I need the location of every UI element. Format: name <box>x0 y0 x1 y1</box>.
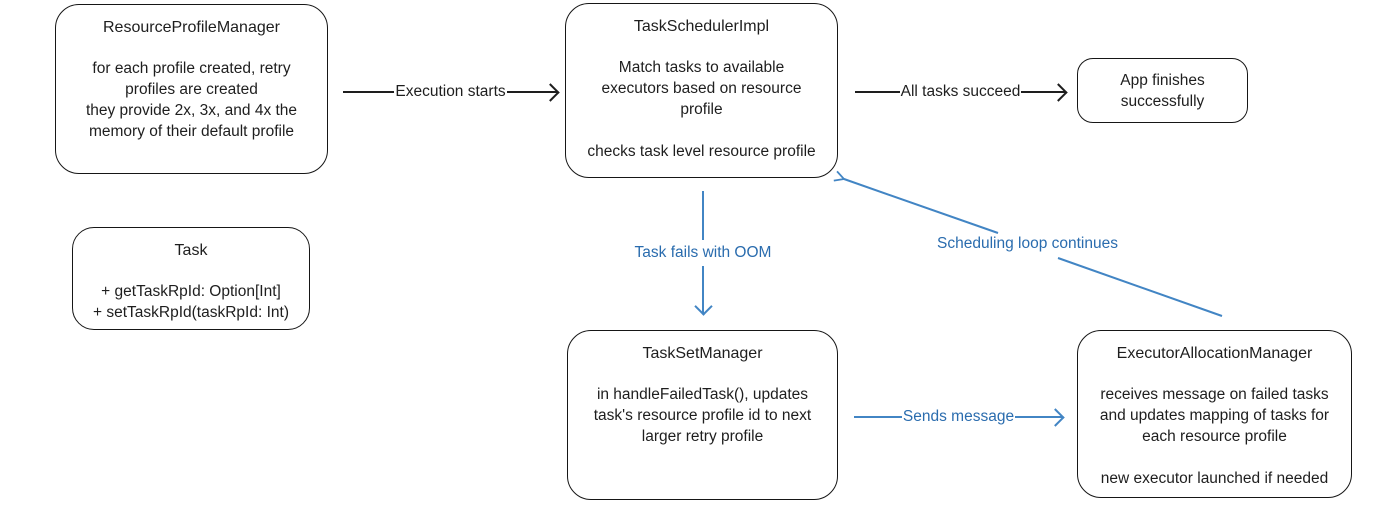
arrow-label: Execution starts <box>395 83 506 100</box>
box-title: ExecutorAllocationManager <box>1116 345 1313 362</box>
arrow-line <box>855 91 900 93</box>
arrow-line <box>343 91 395 93</box>
executor-allocation-manager-box: ExecutorAllocationManager receives messa… <box>1077 330 1352 498</box>
box-title: Task <box>174 242 208 259</box>
arrowhead-right-icon <box>1046 407 1065 427</box>
arrow-line <box>1015 416 1063 418</box>
box-title: ResourceProfileManager <box>103 19 280 36</box>
arrow-line <box>854 416 902 418</box>
arrow-line <box>506 91 558 93</box>
arrowhead-down-icon <box>693 297 713 316</box>
sends-message-arrow: Sends message <box>854 406 1065 428</box>
box-title: TaskSchedulerImpl <box>633 18 770 35</box>
box-body: new executor launched if needed <box>1100 470 1329 487</box>
arrow-line <box>702 265 704 314</box>
resource-profile-manager-box: ResourceProfileManager for each profile … <box>55 4 328 174</box>
arrow-line <box>702 191 704 240</box>
box-body: Match tasks to available executors based… <box>601 59 802 118</box>
arrow-label: Sends message <box>902 408 1015 425</box>
arrow-line <box>1021 91 1066 93</box>
app-finishes-box: App finishes successfully <box>1077 58 1248 123</box>
arrowhead-right-icon <box>1049 82 1068 102</box>
arrow-label: Scheduling loop continues <box>937 235 1118 252</box>
arrowhead-right-icon <box>541 82 560 102</box>
scheduling-loop-arrow <box>833 170 1223 317</box>
task-set-manager-box: TaskSetManager in handleFailedTask(), up… <box>567 330 838 500</box>
arrow-label: All tasks succeed <box>900 83 1021 100</box>
task-scheduler-impl-box: TaskSchedulerImpl Match tasks to availab… <box>565 3 838 178</box>
box-body: in handleFailedTask(), updates task's re… <box>593 386 812 445</box>
box-body: App finishes successfully <box>1120 71 1205 110</box>
execution-starts-arrow: Execution starts <box>343 81 560 103</box>
all-tasks-succeed-arrow: All tasks succeed <box>855 81 1068 103</box>
task-fails-oom-arrow: Task fails with OOM <box>603 191 803 316</box>
box-body: for each profile created, retry profiles… <box>85 60 298 140</box>
box-body: receives message on failed tasks and upd… <box>1099 386 1330 445</box>
arrow-label: Task fails with OOM <box>634 243 772 261</box>
box-body: + getTaskRpId: Option[Int] + setTaskRpId… <box>93 283 289 321</box>
task-box: Task + getTaskRpId: Option[Int] + setTas… <box>72 227 310 330</box>
box-body: checks task level resource profile <box>587 143 816 160</box>
box-title: TaskSetManager <box>642 345 763 362</box>
